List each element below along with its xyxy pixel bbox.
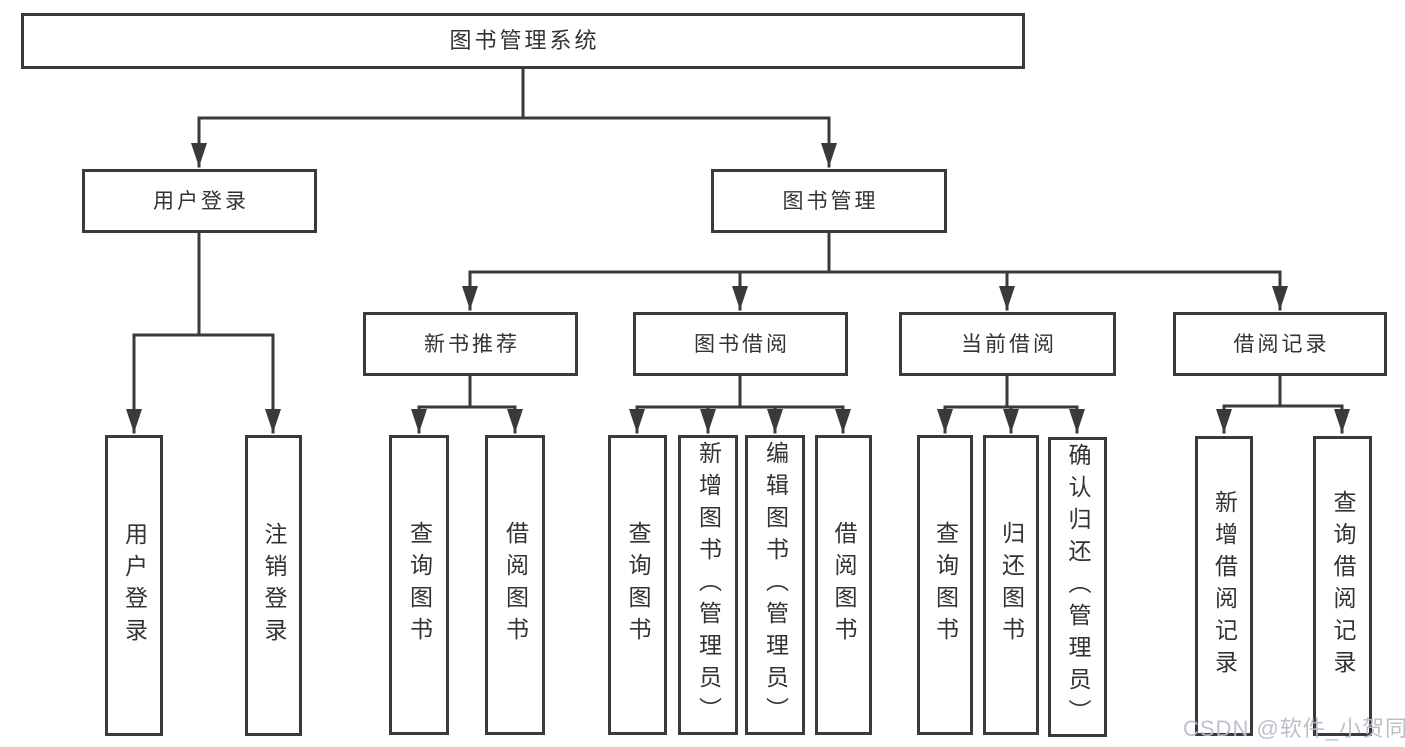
- leaf-recommend-borrow-book: 借阅图书: [485, 435, 545, 735]
- leaf-user-login: 用户登录: [105, 435, 163, 736]
- node-book-borrow: 图书借阅: [633, 312, 848, 376]
- leaf-borrow-edit-book-admin: 编辑图书（管理员）: [745, 435, 805, 735]
- node-new-book-recommend: 新书推荐: [363, 312, 578, 376]
- connector-root: [197, 67, 831, 120]
- leaf-records-add-record: 新增借阅记录: [1195, 436, 1253, 736]
- leaf-current-return-book: 归还图书: [983, 435, 1039, 735]
- node-current-borrow: 当前借阅: [899, 312, 1116, 376]
- node-user-login: 用户登录: [82, 169, 317, 233]
- leaf-current-confirm-return-admin: 确认归还（管理员）: [1048, 437, 1107, 737]
- node-borrow-records: 借阅记录: [1173, 312, 1387, 376]
- leaf-borrow-add-book-admin: 新增图书（管理员）: [678, 435, 738, 735]
- connector-current: [943, 374, 1079, 409]
- leaf-recommend-query-book: 查询图书: [389, 435, 449, 735]
- leaf-current-query-book: 查询图书: [917, 435, 973, 735]
- leaf-borrow-borrow-book: 借阅图书: [815, 435, 872, 735]
- connector-records: [1222, 374, 1344, 408]
- connector-manage: [468, 231, 1282, 274]
- connector-recommend: [417, 374, 517, 409]
- node-root: 图书管理系统: [21, 13, 1025, 69]
- leaf-records-query-record: 查询借阅记录: [1313, 436, 1372, 736]
- leaf-borrow-query-book: 查询图书: [608, 435, 667, 735]
- node-book-manage: 图书管理: [711, 169, 947, 233]
- connector-login: [132, 231, 275, 337]
- leaf-logout: 注销登录: [245, 435, 302, 736]
- connector-borrow: [635, 374, 845, 409]
